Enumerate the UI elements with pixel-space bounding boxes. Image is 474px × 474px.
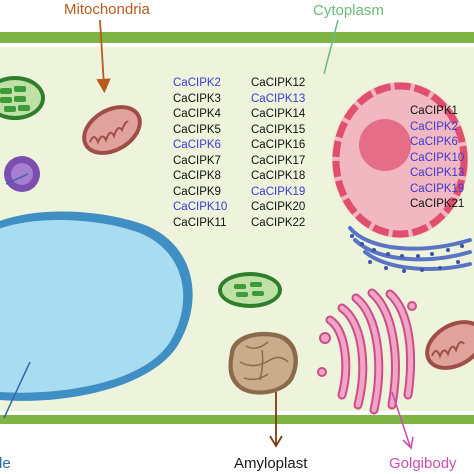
gene-label: CaCIPK8 bbox=[173, 170, 221, 182]
gene-label: CaCIPK21 bbox=[410, 198, 465, 210]
vesicle bbox=[4, 156, 40, 192]
gene-label: CaCIPK13 bbox=[251, 92, 306, 105]
gene-label: CaCIPK3 bbox=[173, 92, 221, 105]
gene-label: CaCIPK7 bbox=[173, 154, 221, 167]
gene-label: CaCIPK9 bbox=[173, 185, 221, 198]
gene-label: CaCIPK13 bbox=[410, 167, 465, 179]
chloroplast-left bbox=[0, 76, 45, 120]
gene-label: CaCIPK15 bbox=[251, 123, 306, 136]
cytoplasm-pointer bbox=[323, 19, 339, 75]
gene-label: CaCIPK14 bbox=[251, 108, 306, 120]
amyloplast-pointer bbox=[269, 392, 283, 448]
vacuole-label: le bbox=[0, 455, 11, 472]
gene-label: CaCIPK17 bbox=[251, 154, 306, 167]
chloroplast-center bbox=[218, 272, 282, 308]
gene-label: CaCIPK22 bbox=[251, 216, 306, 229]
vesicle-pointer bbox=[5, 173, 29, 185]
nucleolus bbox=[359, 119, 411, 171]
mitochondria-label: Mitochondria bbox=[64, 1, 150, 18]
gene-label: CaCIPK11 bbox=[173, 216, 227, 229]
gene-label: CaCIPK4 bbox=[173, 108, 221, 120]
gene-label: CaCIPK12 bbox=[251, 77, 306, 89]
gene-label: CaCIPK16 bbox=[251, 139, 306, 151]
golgibody-label: Golgibody bbox=[389, 455, 457, 472]
gene-label: CaCIPK10 bbox=[410, 151, 465, 164]
endoplasmic-reticulum bbox=[348, 226, 472, 271]
golgi-pointer bbox=[391, 391, 414, 450]
gene-label: CaCIPK19 bbox=[251, 185, 306, 198]
gene-label: CaCIPK10 bbox=[173, 201, 228, 213]
gene-label: CaCIPK2 bbox=[410, 120, 458, 133]
gene-label: CaCIPK6 bbox=[173, 139, 221, 151]
vacuole bbox=[0, 211, 193, 401]
gene-label: CaCIPK20 bbox=[251, 201, 306, 213]
nucleus bbox=[332, 82, 468, 238]
gene-label: CaCIPK19 bbox=[410, 182, 465, 195]
mitochondria-arrow bbox=[96, 19, 111, 94]
gene-label: CaCIPK6 bbox=[410, 136, 458, 148]
mitochondrion-right bbox=[425, 320, 474, 370]
gene-label: CaCIPK2 bbox=[173, 77, 221, 89]
vacuole-pointer bbox=[3, 361, 31, 419]
gene-label: CaCIPK1 bbox=[410, 105, 458, 117]
gene-label: CaCIPK5 bbox=[173, 123, 221, 136]
amyloplast-label: Amyloplast bbox=[234, 455, 308, 472]
gene-label: CaCIPK18 bbox=[251, 170, 306, 182]
er-ribosomes bbox=[350, 234, 464, 273]
mitochondrion bbox=[82, 105, 142, 155]
amyloplast bbox=[228, 331, 298, 395]
golgi-body bbox=[317, 288, 417, 415]
cytoplasm-label: Cytoplasm bbox=[313, 2, 384, 19]
